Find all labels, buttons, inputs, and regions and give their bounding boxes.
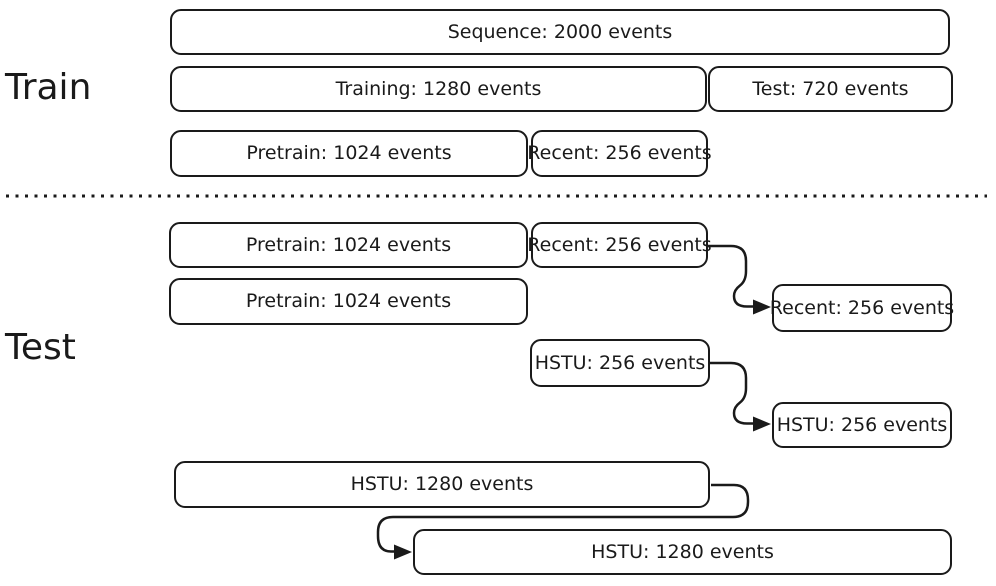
node-test-split: Test: 720 events (708, 66, 953, 112)
node-test-recent-target: Recent: 256 events (770, 284, 954, 332)
arrowhead-icon (394, 544, 412, 560)
arrowhead-icon (753, 416, 771, 432)
node-test-recent-source: Recent: 256 events (527, 222, 712, 268)
arrow-hstu256-to-hstu256 (708, 361, 771, 432)
arrow-hstu1280-to-hstu1280 (376, 483, 750, 560)
node-sequence: Sequence: 2000 events (170, 9, 950, 55)
test-section-label: Test (5, 327, 76, 368)
node-train-pretrain: Pretrain: 1024 events (170, 130, 528, 177)
arrowhead-icon (753, 299, 771, 315)
node-hstu-256-target: HSTU: 256 events (772, 402, 952, 448)
arrow-recent-to-recent (708, 244, 771, 315)
node-training-split: Training: 1280 events (170, 66, 707, 112)
node-test-pretrain-1: Pretrain: 1024 events (169, 222, 528, 268)
node-hstu-256-source: HSTU: 256 events (530, 339, 710, 387)
node-hstu-1280-target: HSTU: 1280 events (413, 529, 952, 575)
train-section-label: Train (5, 67, 92, 108)
node-test-pretrain-2: Pretrain: 1024 events (169, 278, 528, 325)
node-train-recent: Recent: 256 events (527, 130, 712, 177)
node-hstu-1280-source: HSTU: 1280 events (174, 461, 710, 508)
